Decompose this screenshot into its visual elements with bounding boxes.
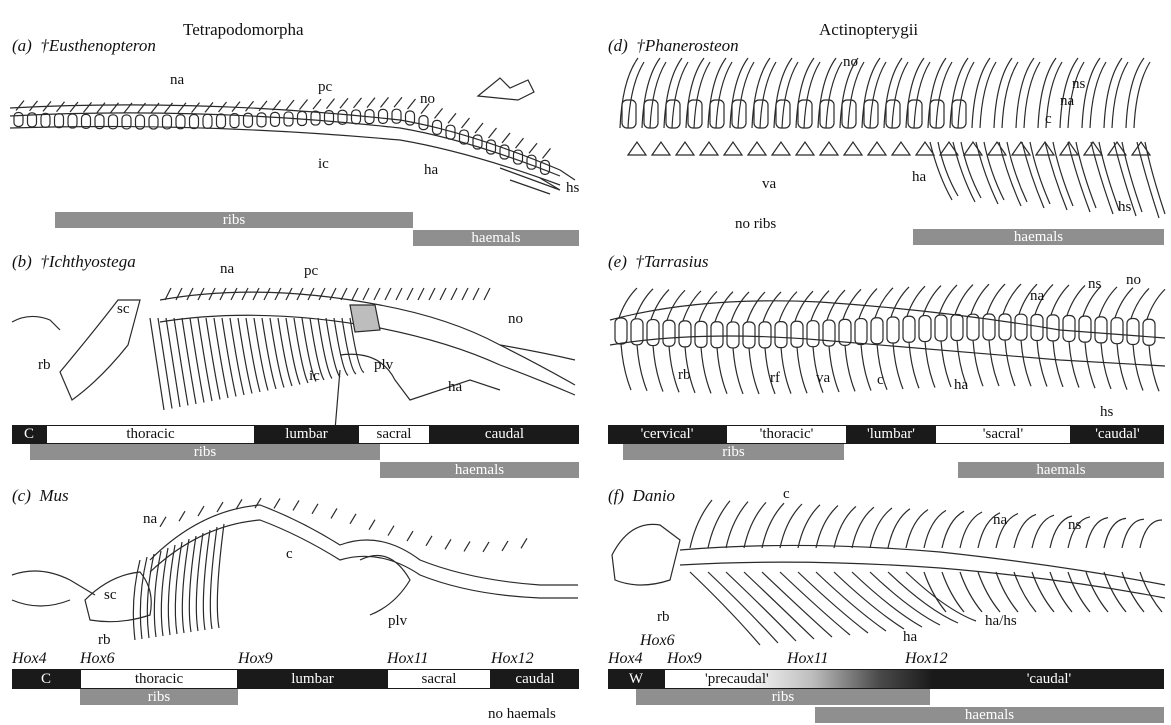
label-ha: ha: [903, 630, 917, 645]
label-ns: ns: [1068, 518, 1081, 533]
label-c: c: [783, 487, 790, 502]
haemals-bar: haemals: [815, 707, 1164, 723]
region-weberian: W: [608, 669, 664, 689]
hox4-marker: Hox4: [608, 651, 643, 667]
hox9-marker: Hox9: [667, 651, 702, 667]
label-na: na: [993, 513, 1007, 528]
region-precaudal: 'precaudal': [664, 669, 934, 689]
label-rb: rb: [657, 610, 670, 625]
hox12-marker: Hox12: [905, 651, 948, 667]
ribs-bar: ribs: [636, 689, 930, 705]
label-ha-hs: ha/hs: [985, 614, 1017, 629]
hox6-marker: Hox6: [640, 633, 675, 649]
hox11-marker: Hox11: [787, 651, 828, 667]
region-caudal: 'caudal': [934, 669, 1164, 689]
